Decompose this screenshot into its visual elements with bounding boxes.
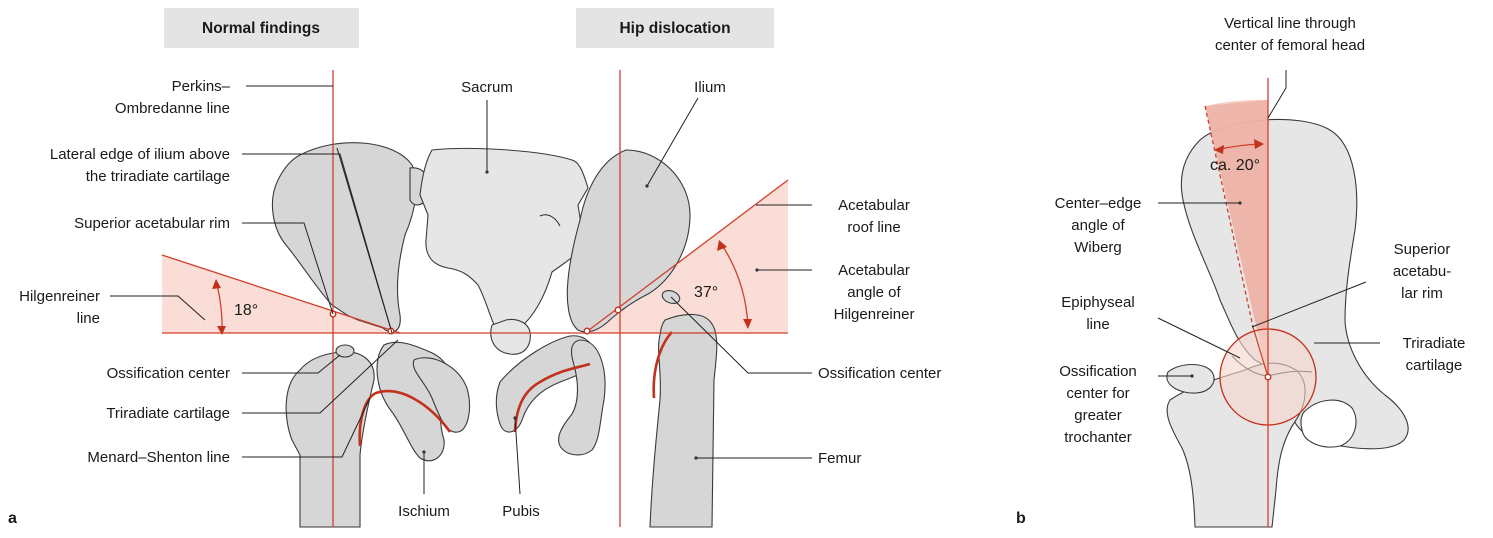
angle-value-ce: ca. 20° xyxy=(1210,157,1260,174)
panel-letter-b: b xyxy=(1016,510,1026,527)
label-hilgenreiner-2: line xyxy=(77,310,100,327)
label-angle-hilg-3: Hilgenreiner xyxy=(834,306,915,323)
label-superior-rim: Superior acetabular rim xyxy=(74,215,230,232)
label-angle-hilg-2: angle of xyxy=(847,284,901,301)
right-femur-shape xyxy=(650,314,717,527)
header-normal-findings: Normal findings xyxy=(202,20,320,37)
label-oss-4: trochanter xyxy=(1064,429,1132,446)
femoral-head-center xyxy=(1265,374,1271,380)
label-ossification-right: Ossification center xyxy=(818,365,941,382)
obturator-foramen-b xyxy=(1301,400,1356,447)
leader-ce-angle-dot xyxy=(1238,201,1241,204)
leader-ilium-dot xyxy=(645,184,648,187)
leader-sacrum-dot xyxy=(485,170,488,173)
label-sup-1: Superior xyxy=(1394,241,1451,258)
label-triradiate: Triradiate cartilage xyxy=(106,405,230,422)
label-ilium: Ilium xyxy=(694,79,726,96)
leader-pubis-dot xyxy=(513,416,516,419)
leader-trochanter-dot xyxy=(1190,374,1193,377)
label-roof-2: roof line xyxy=(847,219,900,236)
angle-value-normal: 18° xyxy=(234,302,258,319)
label-ce-1: Center–edge xyxy=(1055,195,1142,212)
leader-ischium-dot xyxy=(422,450,425,453)
panel-b: ca. 20° Vertical line through center of … xyxy=(1016,15,1465,527)
greater-trochanter-center-b xyxy=(1167,365,1214,394)
label-femur: Femur xyxy=(818,450,861,467)
label-angle-hilg-1: Acetabular xyxy=(838,262,910,279)
label-vertical-1: Vertical line through xyxy=(1224,15,1356,32)
label-lateral-edge-1: Lateral edge of ilium above xyxy=(50,146,230,163)
panel-a: Normal findings Hip dislocation xyxy=(8,8,941,527)
label-lateral-edge-2: the triradiate cartilage xyxy=(86,168,230,185)
label-perkins-2: Ombredanne line xyxy=(115,100,230,117)
angle-value-dislocation: 37° xyxy=(694,284,718,301)
panel-letter-a: a xyxy=(8,510,17,527)
label-tri-2: cartilage xyxy=(1406,357,1463,374)
leader-vertical-line xyxy=(1268,70,1286,118)
leader-epiphyseal-line xyxy=(1158,318,1240,358)
leader-pubis xyxy=(515,418,520,494)
header-hip-dislocation: Hip dislocation xyxy=(619,20,730,37)
label-epi-2: line xyxy=(1086,316,1109,333)
rim-point-dislocation xyxy=(615,307,621,313)
label-roof-1: Acetabular xyxy=(838,197,910,214)
sacrum-shape xyxy=(420,148,588,332)
leader-femur-dot xyxy=(694,456,697,459)
label-pubis: Pubis xyxy=(502,503,540,520)
coccyx-shape xyxy=(491,320,531,355)
triradiate-point-dislocation xyxy=(584,328,590,334)
label-ce-3: Wiberg xyxy=(1074,239,1122,256)
label-menard: Menard–Shenton line xyxy=(87,449,230,466)
label-ischium: Ischium xyxy=(398,503,450,520)
label-perkins-1: Perkins– xyxy=(172,78,231,95)
label-sacrum: Sacrum xyxy=(461,79,513,96)
label-sup-2: acetabu- xyxy=(1393,263,1451,280)
left-ossification-center-shape xyxy=(336,345,354,357)
label-vertical-2: center of femoral head xyxy=(1215,37,1365,54)
label-sup-3: lar rim xyxy=(1401,285,1443,302)
label-ossification-left: Ossification center xyxy=(107,365,230,382)
label-oss-2: center for xyxy=(1066,385,1129,402)
label-tri-1: Triradiate xyxy=(1403,335,1466,352)
leader-acetabular-angle-dot xyxy=(755,268,758,271)
label-ce-2: angle of xyxy=(1071,217,1125,234)
label-oss-1: Ossification xyxy=(1059,363,1137,380)
label-hilgenreiner-1: Hilgenreiner xyxy=(19,288,100,305)
label-oss-3: greater xyxy=(1074,407,1122,424)
label-epi-1: Epiphyseal xyxy=(1061,294,1134,311)
